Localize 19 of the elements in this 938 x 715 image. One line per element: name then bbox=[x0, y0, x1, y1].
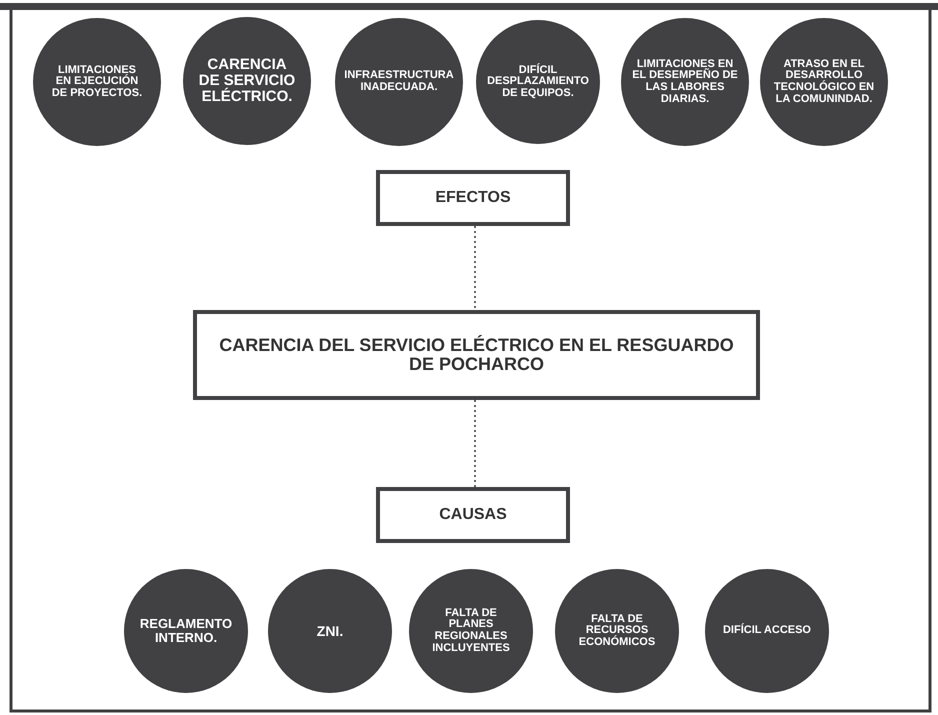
circle-label: REGLAMENTO INTERNO. bbox=[138, 617, 234, 645]
circle-label: CARENCIA DE SERVICIO ELÉCTRICO. bbox=[198, 57, 296, 105]
circle-label: FALTA DE RECURSOS ECONÓMICOS bbox=[578, 614, 656, 648]
box-label: EFECTOS bbox=[435, 190, 511, 206]
circle-label: ZNI. bbox=[316, 624, 344, 638]
circle-label: ATRASO EN EL DESARROLLO TECNOLÓGICO EN LA COMUNINDAD. bbox=[772, 58, 876, 106]
circle-label: FALTA DE PLANES REGIONALES INCLUYENTES bbox=[431, 608, 511, 654]
circle-label: INFRAESTRUCTURA INADECUADA. bbox=[344, 70, 454, 94]
circle-label: LIMITACIONES EN EJECUCIÓN DE PROYECTOS. bbox=[50, 64, 144, 100]
box-label: CARENCIA DEL SERVICIO ELÉCTRICO EN EL RESGUARDO DE POCHARCO bbox=[218, 336, 735, 374]
title-box bbox=[376, 170, 570, 226]
circle-label: LIMITACIONES EN EL DESEMPEÑO DE LAS LABORES DIARIAS. bbox=[632, 58, 738, 106]
title-box bbox=[193, 310, 760, 400]
circle-label: DIFÍCIL ACCESO bbox=[722, 625, 811, 637]
dotted-connector bbox=[474, 400, 476, 487]
circle-label: DIFÍCIL DESPLAZAMIENTO DE EQUIPOS. bbox=[486, 64, 590, 100]
dotted-connector bbox=[474, 226, 476, 310]
title-box bbox=[376, 487, 570, 543]
box-label: CAUSAS bbox=[439, 506, 507, 524]
